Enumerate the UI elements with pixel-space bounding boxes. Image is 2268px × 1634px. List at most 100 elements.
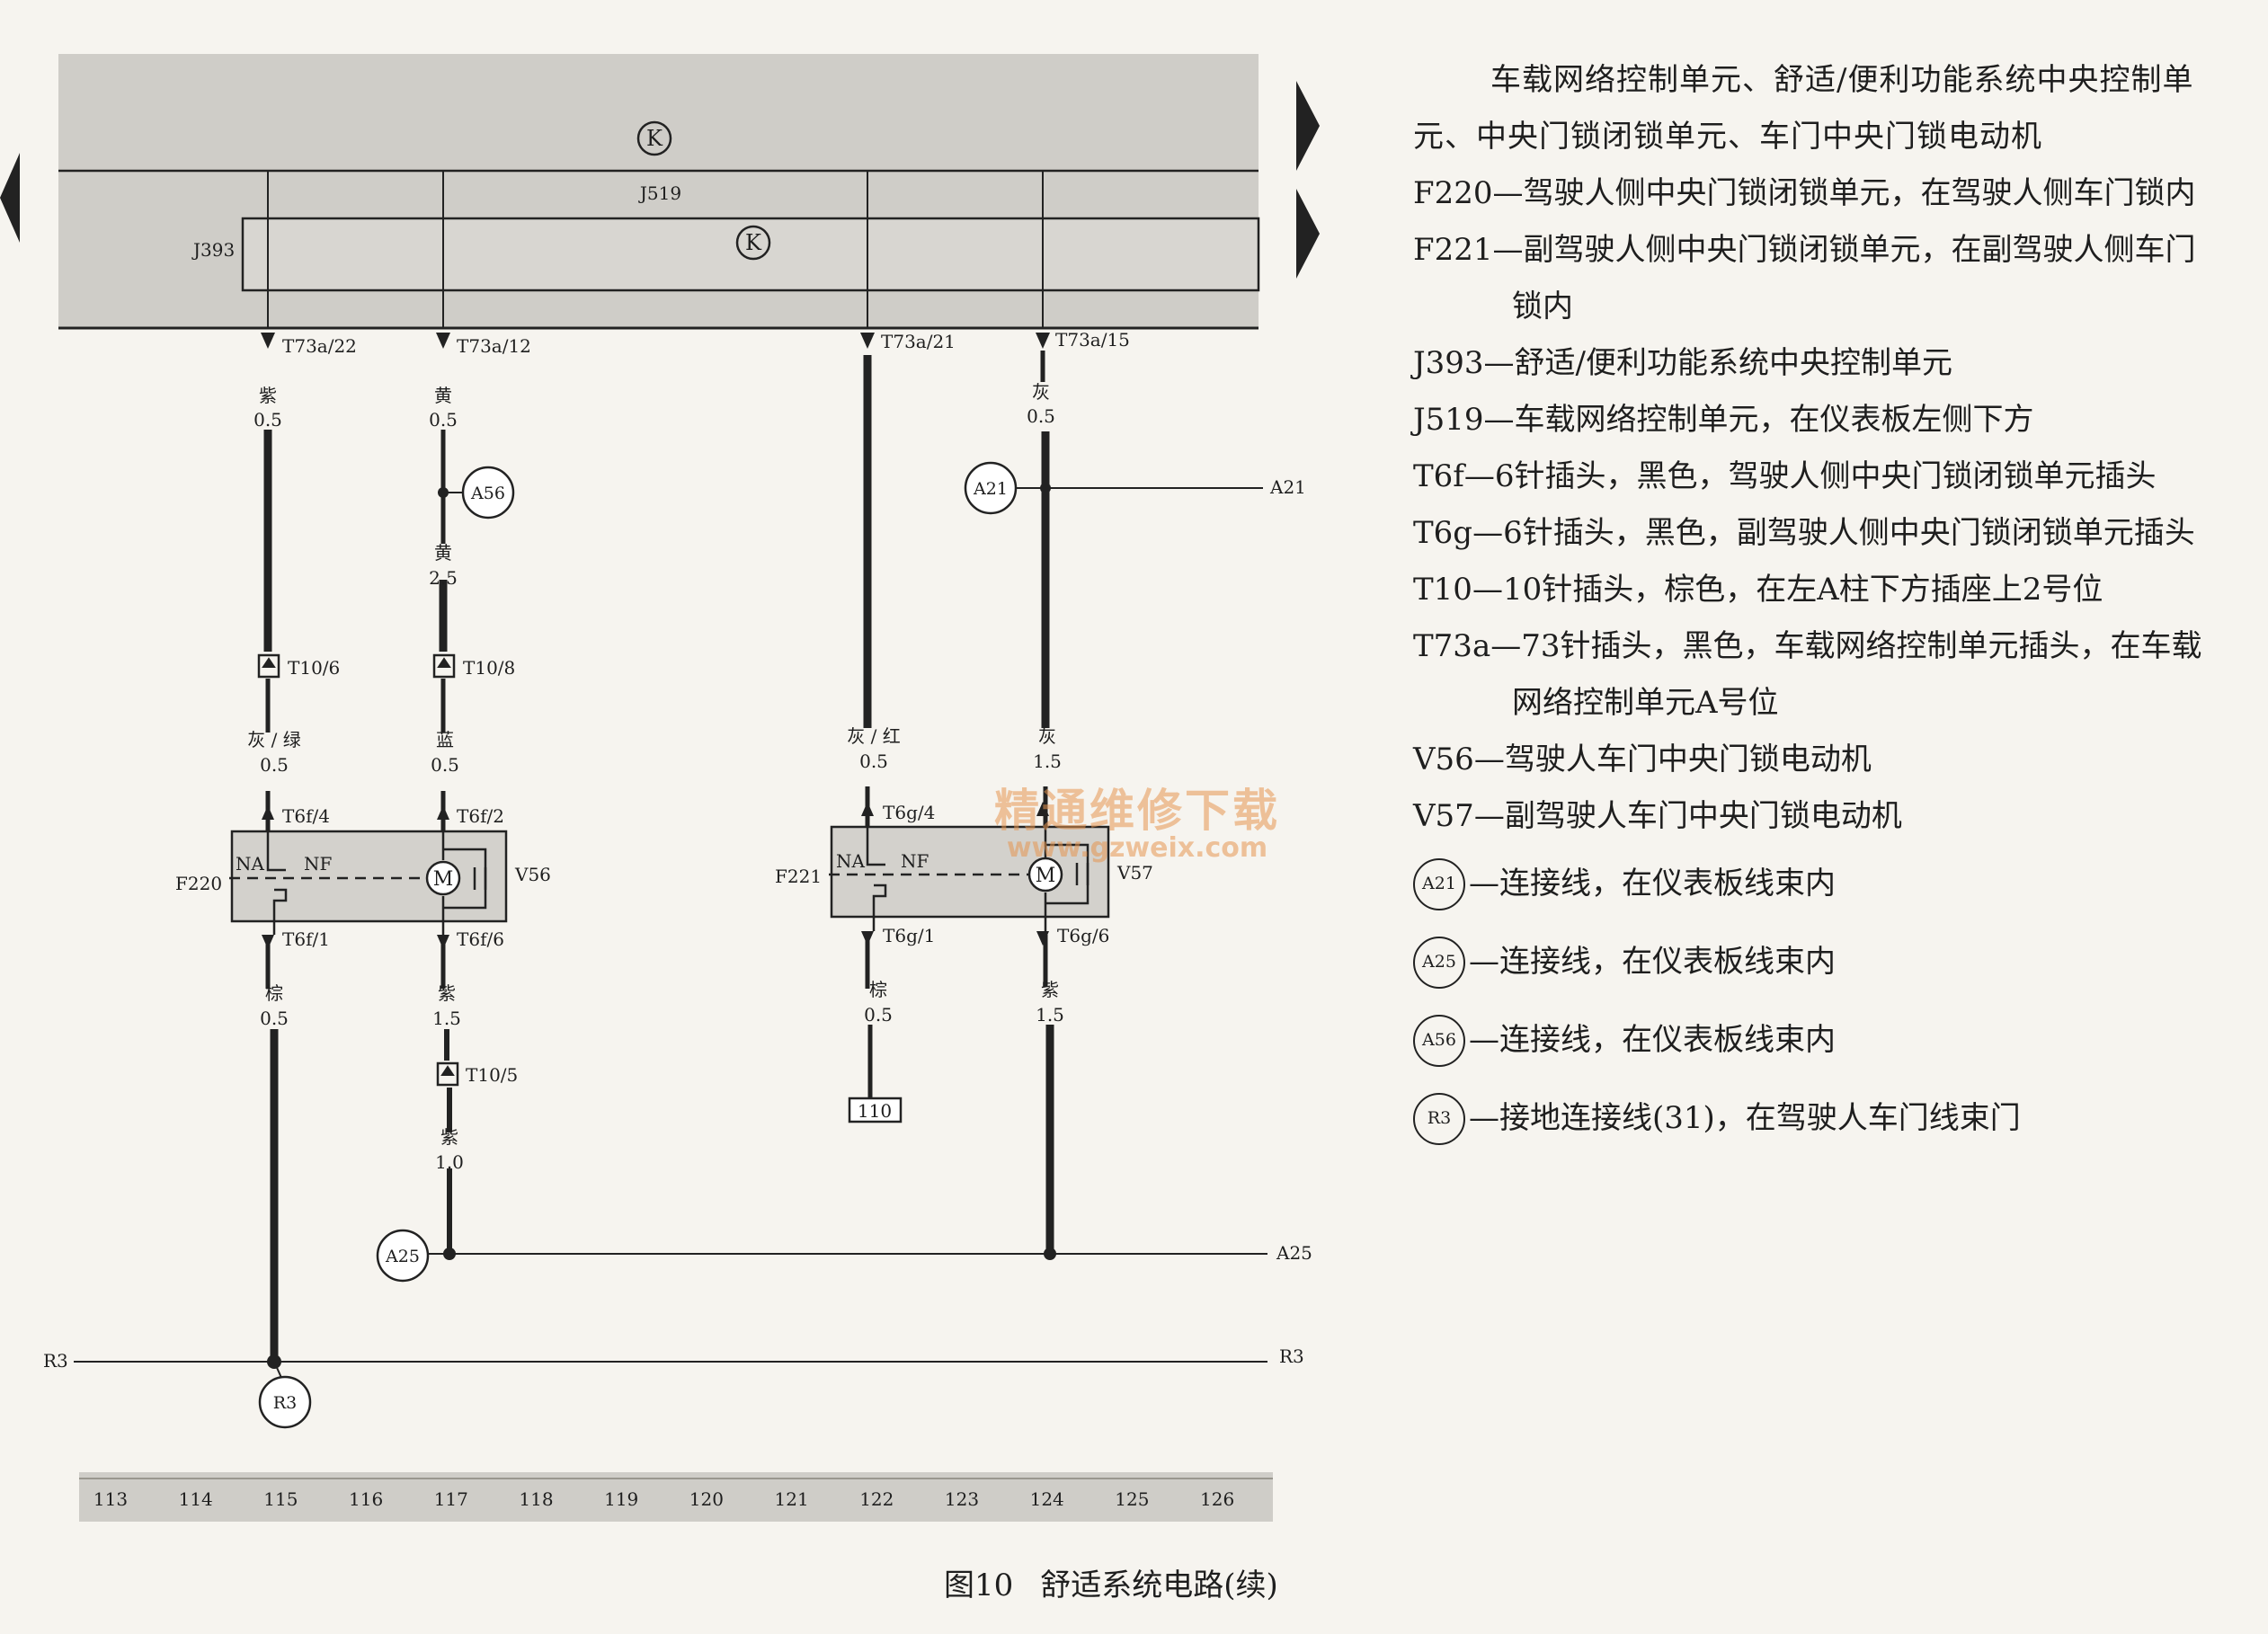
- wire-label-w2e-size: 1.0: [435, 1151, 464, 1173]
- legend-item-a25: A25 —连接线，在仪表板线束内: [1413, 923, 2222, 1001]
- column-strip: [79, 1472, 1273, 1522]
- k-symbol-inner-label: K: [745, 230, 762, 255]
- junction-a21-label: A21: [973, 479, 1008, 499]
- v56-label: V56: [514, 864, 551, 885]
- legend-text-r3: —接地连接线(31)，在驾驶人车门线束门: [1469, 1100, 2021, 1136]
- wire-label-w2d-color: 紫: [438, 982, 456, 1004]
- connector-t6f-6: T6f/6: [457, 928, 504, 950]
- figure-caption: 图10 舒适系统电路(续): [944, 1560, 1305, 1604]
- connector-t6g-4: T6g/4: [883, 802, 935, 823]
- wire-label-w4c-size: 1.5: [1036, 1004, 1064, 1026]
- legend-badge-r3: R3: [1413, 1092, 1465, 1145]
- wire-label-w2c-color: 蓝: [436, 729, 454, 750]
- connector-t6f-1: T6f/1: [282, 928, 330, 950]
- wire-label-w4-color: 灰: [1032, 381, 1050, 403]
- f220-label: F220: [175, 873, 222, 894]
- column-number-118: 118: [519, 1488, 553, 1510]
- wire-label-w2b-size: 2.5: [429, 567, 458, 589]
- legend-item-t6g: T6g—6针插头，黑色，副驾驶人侧中央门锁闭锁单元插头: [1413, 515, 2195, 551]
- wire-label-w4-size: 0.5: [1027, 405, 1055, 427]
- next-page-arrow-bottom[interactable]: [1296, 189, 1320, 279]
- legend-text-a56: —连接线，在仪表板线束内: [1469, 1022, 1836, 1058]
- legend-item-a56: A56 —连接线，在仪表板线束内: [1413, 1001, 2222, 1079]
- legend-item-j519: J519—车载网络控制单元，在仪表板左侧下方: [1413, 402, 2034, 438]
- r3-right-label: R3: [1279, 1345, 1304, 1367]
- watermark-line1: 精通维修下载: [994, 785, 1280, 837]
- connector-t6f-4: T6f/4: [282, 805, 330, 827]
- f221-label: F221: [775, 866, 822, 887]
- wire-label-w2c-size: 0.5: [431, 754, 459, 776]
- j519-label: J519: [638, 182, 681, 204]
- k-symbol-top: [636, 120, 672, 156]
- junction-r3-label: R3: [273, 1393, 297, 1413]
- f220-na-label: NA: [236, 853, 265, 875]
- figure-title: 舒适系统电路(续): [1040, 1567, 1278, 1603]
- v56-motor-symbol: M: [433, 868, 454, 891]
- next-page-arrow-top[interactable]: [1296, 81, 1320, 171]
- pin-t73a-12: T73a/12: [457, 335, 531, 357]
- v57-motor-icon: [1027, 857, 1063, 892]
- legend-item-v56: V56—驾驶人车门中央门锁电动机: [1413, 742, 1872, 777]
- v57-motor-symbol: M: [1036, 865, 1056, 887]
- wire-label-w1c-color: 棕: [265, 982, 283, 1004]
- column-number-126: 126: [1200, 1488, 1234, 1510]
- pin-t73a-15: T73a/15: [1055, 329, 1130, 351]
- watermark: 精通维修下载 www.gzweix.com: [975, 775, 1299, 864]
- connector-t6g-1: T6g/1: [883, 925, 935, 946]
- connector-t6g-6: T6g/6: [1057, 925, 1109, 946]
- legend-item-t6f: T6f—6针插头，黑色，驾驶人侧中央门锁闭锁单元插头: [1413, 458, 2157, 494]
- pin-t73a-22: T73a/22: [282, 335, 357, 357]
- f221-nf-label: NF: [901, 850, 929, 872]
- f221-na-label: NA: [836, 850, 866, 872]
- junction-r3: [258, 1375, 312, 1429]
- wire-label-w3-size: 0.5: [859, 750, 888, 772]
- legend-item-t73a: T73a—73针插头，黑色，车载网络控制单元插头，在车载网络控制单元A号位: [1413, 628, 2202, 721]
- legend-text-a21: —连接线，在仪表板线束内: [1469, 866, 1836, 901]
- wire-label-w1-size: 0.5: [253, 409, 282, 431]
- r3-left-label: R3: [43, 1350, 68, 1372]
- column-number-121: 121: [775, 1488, 809, 1510]
- wire-label-w4c-color: 紫: [1041, 979, 1059, 1000]
- wire-label-w2d-size: 1.5: [432, 1008, 461, 1029]
- column-number-119: 119: [604, 1488, 638, 1510]
- legend-text-a25: —连接线，在仪表板线束内: [1469, 944, 1836, 980]
- column-number-122: 122: [859, 1488, 894, 1510]
- j393-label: J393: [191, 239, 235, 261]
- wire-label-w3c-size: 0.5: [864, 1004, 893, 1026]
- wire-label-w1b-size: 0.5: [260, 754, 289, 776]
- legend-badge-a25: A25: [1413, 936, 1465, 989]
- f220-nf-label: NF: [304, 853, 333, 875]
- junction-a21-edge: A21: [1269, 476, 1306, 498]
- legend-item-a21: A21 —连接线，在仪表板线束内: [1413, 845, 2222, 923]
- figure-number: 图10: [944, 1567, 1014, 1603]
- junction-a25: [376, 1229, 430, 1283]
- prev-page-arrow[interactable]: [0, 153, 20, 243]
- legend-item-v57: V57—副驾驶人车门中央门锁电动机: [1413, 798, 1902, 834]
- connector-t6f-2: T6f/2: [457, 805, 504, 827]
- column-number-124: 124: [1030, 1488, 1064, 1510]
- junction-a25-label: A25: [385, 1247, 420, 1266]
- k-symbol-top-label: K: [646, 126, 663, 151]
- legend-item-t10: T10—10针插头，棕色，在左A柱下方插座上2号位: [1413, 572, 2103, 608]
- ref-box-110: [848, 1097, 903, 1123]
- column-number-115: 115: [263, 1488, 298, 1510]
- legend-item-r3: R3 —接地连接线(31)，在驾驶人车门线束门: [1413, 1079, 2222, 1158]
- wire-label-w4b-color: 灰: [1038, 725, 1056, 747]
- wire-label-w2-size: 0.5: [429, 409, 458, 431]
- j393-module-block: [241, 217, 1260, 292]
- wire-label-w3c-color: 棕: [869, 979, 887, 1000]
- junction-a25-edge: A25: [1276, 1242, 1312, 1264]
- legend-title: 车载网络控制单元、舒适/便利功能系统中央控制单元、中央门锁闭锁单元、车门中央门锁…: [1413, 62, 2194, 155]
- column-number-117: 117: [434, 1488, 468, 1510]
- column-number-113: 113: [93, 1488, 128, 1510]
- pin-t73a-21: T73a/21: [881, 331, 956, 352]
- legend-item-f220: F220—驾驶人侧中央门锁闭锁单元，在驾驶人侧车门锁内: [1413, 175, 2196, 211]
- f220-component: [230, 830, 508, 923]
- column-number-114: 114: [179, 1488, 213, 1510]
- wire-label-w1b-color: 灰 / 绿: [247, 729, 300, 750]
- junction-a21: [964, 461, 1018, 515]
- watermark-line2: www.gzweix.com: [1006, 832, 1268, 864]
- connector-t10-8: T10/8: [463, 657, 515, 679]
- wire-label-w2-color: 黄: [434, 385, 452, 406]
- wire-label-w1-color: 紫: [259, 385, 277, 406]
